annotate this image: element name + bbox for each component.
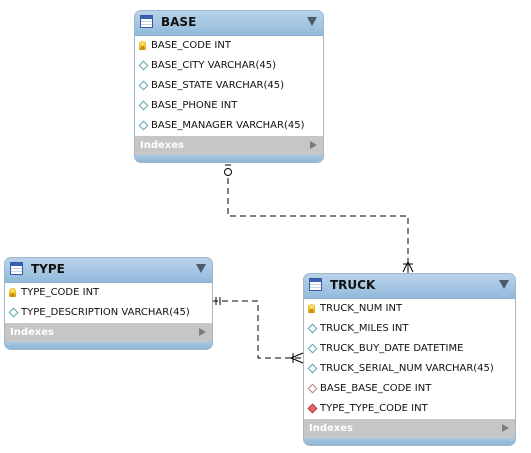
indexes-label: Indexes: [140, 140, 184, 151]
column-label: BASE_PHONE INT: [151, 100, 238, 111]
column-list: BASE_CODE INT BASE_CITY VARCHAR(45) BASE…: [135, 36, 323, 136]
column-row[interactable]: BASE_PHONE INT: [136, 96, 323, 116]
entity-title: TYPE: [31, 262, 65, 276]
indexes-label: Indexes: [309, 423, 353, 434]
column-row[interactable]: BASE_CODE INT: [136, 36, 323, 56]
column-icon: [138, 100, 149, 111]
entity-type[interactable]: TYPE TYPE_CODE INT TYPE_DESCRIPTION VARC…: [4, 257, 213, 350]
column-row[interactable]: TYPE_TYPE_CODE INT: [305, 399, 515, 419]
table-icon: [140, 15, 153, 28]
column-icon: [138, 120, 149, 131]
column-label: BASE_CODE INT: [151, 40, 231, 51]
expand-arrow-icon[interactable]: [199, 328, 206, 336]
entity-truck[interactable]: TRUCK TRUCK_NUM INT TRUCK_MILES INT TRUC…: [303, 273, 516, 446]
entity-title: BASE: [161, 15, 197, 29]
column-row[interactable]: TRUCK_SERIAL_NUM VARCHAR(45): [305, 359, 515, 379]
column-icon: [138, 80, 149, 91]
column-label: BASE_MANAGER VARCHAR(45): [151, 120, 305, 131]
indexes-bar[interactable]: Indexes: [135, 136, 323, 155]
column-label: TYPE_CODE INT: [21, 287, 100, 298]
indexes-bar[interactable]: Indexes: [304, 419, 515, 438]
column-icon: [138, 60, 149, 71]
entity-title: TRUCK: [330, 278, 376, 292]
column-label: BASE_BASE_CODE INT: [320, 383, 432, 394]
indexes-bar[interactable]: Indexes: [5, 323, 212, 342]
column-label: TRUCK_BUY_DATE DATETIME: [320, 343, 464, 354]
column-row[interactable]: BASE_STATE VARCHAR(45): [136, 76, 323, 96]
crowsfoot-marker-truck-left: [290, 352, 304, 364]
column-list: TRUCK_NUM INT TRUCK_MILES INT TRUCK_BUY_…: [304, 299, 515, 419]
column-label: BASE_STATE VARCHAR(45): [151, 80, 285, 91]
entity-header[interactable]: TRUCK: [304, 274, 515, 299]
collapse-triangle-icon[interactable]: [499, 280, 509, 289]
expand-arrow-icon[interactable]: [310, 141, 317, 149]
column-row[interactable]: BASE_CITY VARCHAR(45): [136, 56, 323, 76]
zero-or-one-marker: [224, 168, 232, 176]
entity-footer: [135, 155, 323, 162]
foreign-key-filled-icon: [307, 403, 318, 414]
column-row[interactable]: TYPE_CODE INT: [6, 283, 212, 303]
primary-key-icon: [9, 288, 16, 297]
foreign-key-icon: [307, 383, 318, 394]
column-icon: [8, 307, 19, 318]
relationship-base-truck[interactable]: [224, 164, 414, 274]
exactly-one-marker: [215, 297, 221, 305]
entity-base[interactable]: BASE BASE_CODE INT BASE_CITY VARCHAR(45)…: [134, 10, 324, 163]
table-icon: [309, 278, 322, 291]
expand-arrow-icon[interactable]: [502, 424, 509, 432]
column-row[interactable]: BASE_BASE_CODE INT: [305, 379, 515, 399]
column-row[interactable]: TRUCK_BUY_DATE DATETIME: [305, 339, 515, 359]
collapse-triangle-icon[interactable]: [307, 17, 317, 26]
entity-footer: [5, 342, 212, 349]
column-row[interactable]: TRUCK_MILES INT: [305, 319, 515, 339]
entity-header[interactable]: BASE: [135, 11, 323, 36]
collapse-triangle-icon[interactable]: [196, 264, 206, 273]
column-label: TRUCK_NUM INT: [320, 303, 403, 314]
column-label: TRUCK_SERIAL_NUM VARCHAR(45): [320, 363, 494, 374]
indexes-label: Indexes: [10, 327, 54, 338]
entity-header[interactable]: TYPE: [5, 258, 212, 283]
column-icon: [307, 323, 318, 334]
table-icon: [10, 262, 23, 275]
column-row[interactable]: BASE_MANAGER VARCHAR(45): [136, 116, 323, 136]
column-label: TYPE_TYPE_CODE INT: [320, 403, 428, 414]
entity-footer: [304, 438, 515, 445]
column-label: TYPE_DESCRIPTION VARCHAR(45): [21, 307, 190, 318]
column-list: TYPE_CODE INT TYPE_DESCRIPTION VARCHAR(4…: [5, 283, 212, 323]
column-icon: [307, 363, 318, 374]
column-icon: [307, 343, 318, 354]
primary-key-icon: [139, 41, 146, 50]
column-row[interactable]: TRUCK_NUM INT: [305, 299, 515, 319]
column-label: BASE_CITY VARCHAR(45): [151, 60, 277, 71]
column-row[interactable]: TYPE_DESCRIPTION VARCHAR(45): [6, 303, 212, 323]
primary-key-icon: [308, 304, 315, 313]
column-label: TRUCK_MILES INT: [320, 323, 409, 334]
relationship-type-truck[interactable]: [212, 297, 304, 364]
